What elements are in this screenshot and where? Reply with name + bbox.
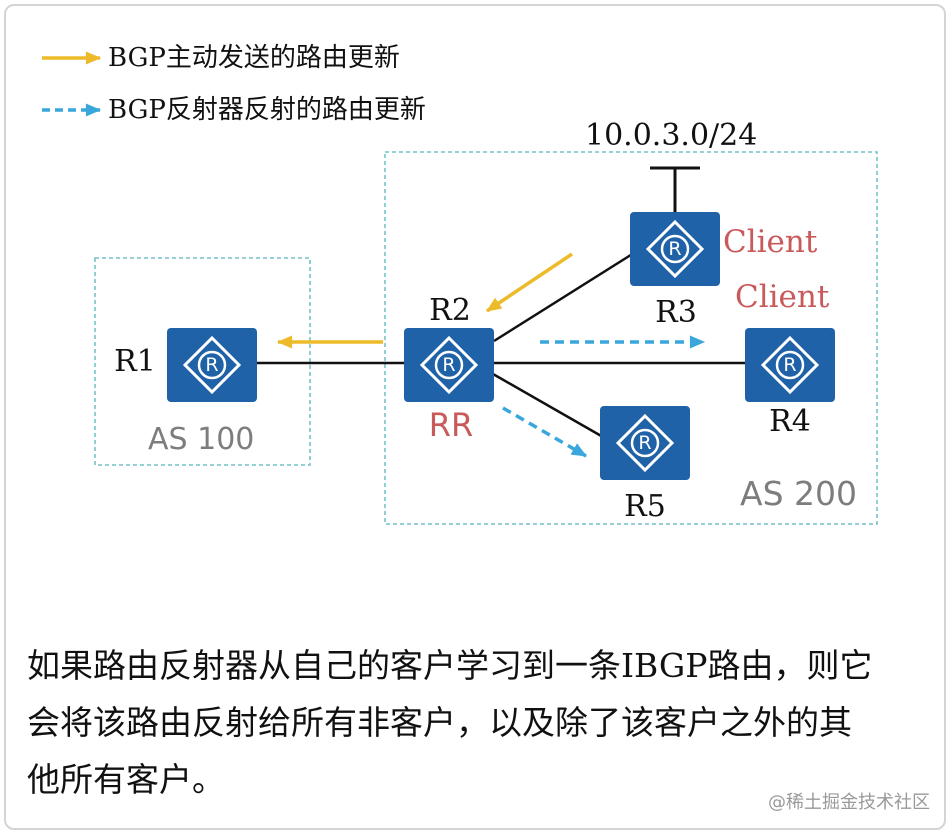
figure-frame [4, 4, 946, 830]
as-100-label: AS 100 [148, 422, 254, 457]
router-icon: R [630, 212, 720, 286]
router-label-r1: R1 [114, 344, 156, 379]
router-label-r2: R2 [429, 293, 471, 328]
update-arrow-r3-to-r2 [486, 252, 573, 313]
router-glyph: R [442, 354, 455, 376]
role-label-client-r3: Client [723, 224, 818, 260]
router-glyph: R [783, 354, 796, 376]
legend: BGP主动发送的路由更新 BGP反射器反射的路由更新 [42, 43, 426, 125]
link-r2-r3 [493, 251, 635, 343]
as-200-boundary [384, 151, 878, 525]
caption-line: 会将该路由反射给所有非客户，以及除了该客户之外的其 [27, 703, 852, 742]
router-r2: R [404, 328, 494, 402]
watermark: @稀土掘金技术社区 [768, 792, 930, 813]
router-r1: R [167, 328, 257, 402]
router-icon: R [600, 406, 690, 480]
router-icon: R [404, 328, 494, 402]
role-label-route-reflector: RR [429, 406, 473, 444]
bgp-route-reflector-diagram: BGP主动发送的路由更新 BGP反射器反射的路由更新 10.0.3.0/24 R [42, 43, 878, 525]
router-glyph: R [638, 432, 651, 454]
network-prefix-label: 10.0.3.0/24 [585, 118, 757, 153]
as-100-boundary [94, 257, 311, 466]
router-label-r3: R3 [655, 295, 697, 330]
router-r3: R [630, 212, 720, 286]
caption-line: 如果路由反射器从自己的客户学习到一条IBGP路由，则它 [27, 646, 873, 685]
link-r2-r5 [492, 372, 604, 439]
router-r4: R [745, 328, 835, 402]
caption: 如果路由反射器从自己的客户学习到一条IBGP路由，则它 会将该路由反射给所有非客… [27, 637, 872, 808]
legend-item-reflected-update: BGP反射器反射的路由更新 [42, 95, 426, 125]
router-glyph: R [668, 238, 681, 260]
legend-item-solid-update: BGP主动发送的路由更新 [42, 43, 400, 73]
as-200-label: AS 200 [740, 474, 857, 513]
router-glyph: R [205, 354, 218, 376]
reflected-arrow-r2-to-r5 [502, 406, 587, 458]
legend-label: BGP反射器反射的路由更新 [108, 95, 426, 125]
router-r5: R [600, 406, 690, 480]
router-icon: R [167, 328, 257, 402]
router-label-r4: R4 [769, 404, 811, 439]
network-stub [650, 166, 700, 212]
router-label-r5: R5 [624, 489, 666, 524]
router-icon: R [745, 328, 835, 402]
caption-line: 他所有客户。 [27, 760, 225, 799]
role-label-client-r4: Client [735, 279, 830, 315]
legend-label: BGP主动发送的路由更新 [108, 43, 400, 73]
